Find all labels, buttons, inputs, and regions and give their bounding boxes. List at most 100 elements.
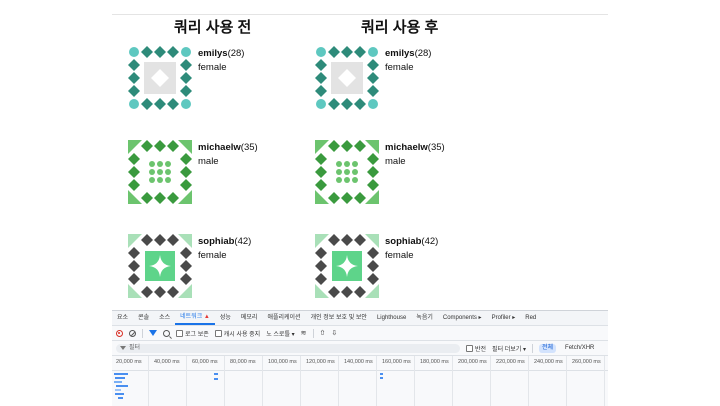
- timeline-tick-label: 160,000 ms: [382, 359, 411, 365]
- more-filters-dropdown[interactable]: 필터 더보기 ▾: [492, 346, 526, 353]
- before-user-card: sophiab(42) female: [128, 234, 318, 314]
- after-user-card: michaelw(35) male: [315, 140, 505, 220]
- filter-chip-fetch-xhr[interactable]: Fetch/XHR: [565, 344, 595, 351]
- avatar: [128, 140, 192, 204]
- user-name-line: michaelw(35): [198, 142, 258, 153]
- timeline-tick-label: 100,000 ms: [268, 359, 297, 365]
- disable-cache-checkbox[interactable]: 캐시 사용 중지: [214, 329, 260, 338]
- devtools-tab[interactable]: 네트워크 ▲: [175, 311, 215, 325]
- user-age: (42): [234, 236, 252, 247]
- devtools-panel: 요소 콘솔 소스 네트워크 ▲ 성능 메모리 애플리케이션 개인 정보 보호 및 보안 Ligh…: [112, 310, 608, 406]
- toolbar-separator: [312, 328, 314, 338]
- devtools-tab[interactable]: Red: [525, 315, 537, 321]
- timeline-gridline: [490, 356, 491, 406]
- request-bar: [114, 381, 122, 383]
- request-bar: [380, 373, 383, 375]
- filter-chip-all[interactable]: 전체: [539, 343, 557, 353]
- request-bar: [214, 373, 218, 375]
- timeline-tick-label: 60,000 ms: [192, 359, 218, 365]
- clear-icon[interactable]: [129, 329, 136, 337]
- invert-checkbox[interactable]: 반전: [466, 344, 486, 353]
- timeline-tick-label: 240,000 ms: [534, 359, 563, 365]
- warning-icon: ▲: [202, 314, 210, 320]
- timeline-gridline: [186, 356, 187, 406]
- before-user-card: michaelw(35) male: [128, 140, 318, 220]
- timeline-tick-label: 120,000 ms: [306, 359, 335, 365]
- user-gender: female: [198, 62, 227, 73]
- throttle-select[interactable]: 노 스로틀 ▾: [266, 331, 295, 338]
- request-bar: [214, 378, 218, 380]
- user-name-line: emilys(28): [385, 48, 431, 59]
- after-user-card: emilys(28)female: [315, 46, 505, 126]
- timeline-gridline: [148, 356, 149, 406]
- devtools-tab[interactable]: 메모리: [240, 315, 258, 321]
- timeline-gridline: [224, 356, 225, 406]
- devtools-tab[interactable]: 소스: [159, 315, 171, 321]
- timeline-gridline: [376, 356, 377, 406]
- filter-icon[interactable]: [149, 330, 157, 336]
- download-icon[interactable]: ⇩: [331, 330, 338, 337]
- preserve-log-checkbox[interactable]: 로그 보존: [176, 329, 209, 338]
- top-divider: [112, 14, 608, 15]
- network-toolbar: 로그 보존 캐시 사용 중지 노 스로틀 ▾ ≋ ⇧ ⇩: [112, 326, 608, 341]
- request-bar: [118, 397, 123, 399]
- toolbar-separator: [142, 328, 143, 338]
- user-gender: female: [198, 250, 227, 261]
- timeline-tick-label: 80,000 ms: [230, 359, 256, 365]
- username: sophiab: [198, 236, 235, 247]
- timeline-tick-label: 260,000 ms: [572, 359, 601, 365]
- network-filter-bar: 필터 반전 필터 더보기 ▾ 전체 Fetch/XHR: [112, 341, 608, 356]
- user-gender: female: [385, 62, 414, 73]
- timeline-gridline: [338, 356, 339, 406]
- user-name-line: sophiab(42): [198, 236, 251, 247]
- username: sophiab: [385, 236, 422, 247]
- before-column-title: 쿼리 사용 전: [174, 19, 252, 36]
- timeline-tick-label: 20,000 ms: [116, 359, 142, 365]
- wifi-icon[interactable]: ≋: [300, 330, 307, 337]
- user-name-line: sophiab(42): [385, 236, 438, 247]
- filter-placeholder: 필터: [129, 344, 141, 351]
- timeline-gridline: [452, 356, 453, 406]
- user-age: (35): [427, 142, 445, 153]
- user-age: (42): [421, 236, 439, 247]
- avatar: [128, 234, 192, 298]
- devtools-tab-bar: 요소 콘솔 소스 네트워크 ▲ 성능 메모리 애플리케이션 개인 정보 보호 및 보안 Ligh…: [112, 311, 608, 326]
- after-user-card: sophiab(42) female: [315, 234, 505, 314]
- timeline-tick-label: 180,000 ms: [420, 359, 449, 365]
- user-age: (35): [240, 142, 258, 153]
- username: emilys: [385, 48, 415, 59]
- record-icon[interactable]: [116, 329, 123, 337]
- devtools-tab[interactable]: 녹음기: [416, 315, 433, 321]
- devtools-tab[interactable]: 성능: [219, 315, 231, 321]
- search-icon[interactable]: [163, 329, 170, 337]
- user-age: (28): [414, 48, 432, 59]
- user-gender: male: [385, 156, 406, 167]
- timeline-gridline: [604, 356, 605, 406]
- username: emilys: [198, 48, 228, 59]
- request-bar: [115, 389, 121, 391]
- avatar: [315, 46, 379, 110]
- devtools-tab[interactable]: Components ▸: [442, 315, 482, 321]
- username: michaelw: [385, 142, 428, 153]
- devtools-tab[interactable]: Profiler ▸: [491, 315, 516, 321]
- devtools-tab[interactable]: Lighthouse: [376, 315, 407, 321]
- devtools-tab[interactable]: 요소: [117, 315, 129, 321]
- user-name-line: emilys(28): [198, 48, 244, 59]
- user-gender: male: [198, 156, 219, 167]
- devtools-tab[interactable]: 애플리케이션: [267, 315, 301, 321]
- request-bar: [116, 385, 128, 387]
- timeline-gridline: [566, 356, 567, 406]
- request-bar: [114, 373, 128, 375]
- devtools-tab[interactable]: 콘솔: [138, 315, 150, 321]
- request-bar: [115, 393, 124, 395]
- user-gender: female: [385, 250, 414, 261]
- devtools-tab[interactable]: 개인 정보 보호 및 보안: [310, 315, 367, 321]
- user-age: (28): [227, 48, 245, 59]
- timeline-tick-label: 200,000 ms: [458, 359, 487, 365]
- upload-icon[interactable]: ⇧: [319, 330, 326, 337]
- before-user-card: emilys(28)female: [128, 46, 318, 126]
- timeline-gridline: [528, 356, 529, 406]
- filter-input[interactable]: 필터: [116, 343, 460, 353]
